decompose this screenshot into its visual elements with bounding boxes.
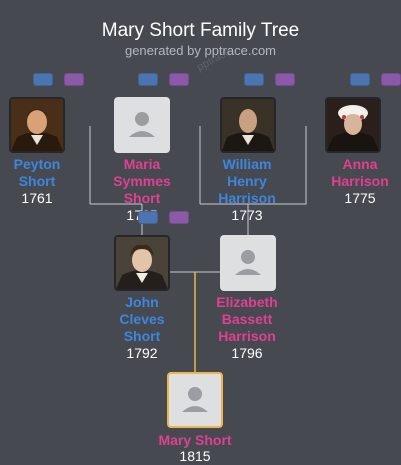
john-name-line: Cleves bbox=[119, 311, 165, 327]
peyton-portrait-icon bbox=[11, 99, 63, 151]
william-name-line: William bbox=[222, 156, 272, 172]
peyton-mother-pill[interactable] bbox=[64, 73, 84, 86]
peyton-name-line: Short bbox=[18, 173, 56, 189]
william-mother-pill[interactable] bbox=[275, 73, 295, 86]
elizabeth-name-line: Harrison bbox=[218, 328, 276, 344]
john-name-line: John bbox=[125, 294, 159, 310]
william-photo[interactable] bbox=[220, 97, 276, 153]
elizabeth-year: 1796 bbox=[231, 345, 263, 361]
connector-anna bbox=[200, 126, 307, 205]
william-portrait-icon bbox=[222, 99, 274, 151]
peyton-name-line: Peyton bbox=[13, 156, 61, 172]
elizabeth-name-line: Bassett bbox=[221, 311, 273, 327]
maria-father-pill[interactable] bbox=[138, 73, 158, 86]
john-portrait-icon bbox=[116, 237, 168, 289]
william-name-line: Henry bbox=[227, 173, 267, 189]
william-father-pill[interactable] bbox=[244, 73, 264, 86]
mary-name[interactable]: Mary Short bbox=[145, 432, 245, 449]
mary-year: 1815 bbox=[179, 448, 211, 464]
anna-name-line: Anna bbox=[342, 156, 378, 172]
john-photo[interactable] bbox=[114, 235, 170, 291]
anna-portrait-icon bbox=[327, 99, 379, 151]
john-year: 1792 bbox=[126, 345, 158, 361]
john-father-pill[interactable] bbox=[138, 211, 158, 224]
peyton-father-pill[interactable] bbox=[33, 73, 53, 86]
elizabeth-photo[interactable] bbox=[220, 235, 276, 291]
peyton-year: 1761 bbox=[21, 190, 53, 206]
person-placeholder-icon bbox=[129, 112, 155, 137]
anna-name[interactable]: Anna Harrison bbox=[310, 156, 401, 190]
anna-photo[interactable] bbox=[325, 97, 381, 153]
maria-photo[interactable] bbox=[114, 97, 170, 153]
peyton-photo[interactable] bbox=[9, 97, 65, 153]
anna-father-pill[interactable] bbox=[350, 73, 370, 86]
page-subtitle: generated by pptrace.com bbox=[124, 43, 277, 58]
maria-mother-pill[interactable] bbox=[169, 73, 189, 86]
william-name-line: Harrison bbox=[218, 190, 276, 206]
william-name[interactable]: William Henry Harrison bbox=[197, 156, 297, 207]
person-placeholder-icon bbox=[182, 387, 208, 412]
william-year: 1773 bbox=[231, 207, 263, 223]
john-name[interactable]: John Cleves Short bbox=[92, 294, 192, 345]
anna-year: 1775 bbox=[344, 190, 376, 206]
elizabeth-name-line: Elizabeth bbox=[216, 294, 278, 310]
page-title: Mary Short Family Tree bbox=[101, 20, 300, 41]
maria-name-line: Maria bbox=[123, 156, 161, 172]
john-mother-pill[interactable] bbox=[169, 211, 189, 224]
person-placeholder-icon bbox=[235, 250, 261, 275]
anna-name-line: Harrison bbox=[331, 173, 389, 189]
peyton-name[interactable]: Peyton Short bbox=[0, 156, 87, 190]
maria-name-line: Short bbox=[123, 190, 161, 206]
maria-name[interactable]: Maria Symmes Short bbox=[92, 156, 192, 207]
anna-mother-pill[interactable] bbox=[381, 73, 401, 86]
maria-name-line: Symmes bbox=[113, 173, 171, 189]
elizabeth-name[interactable]: Elizabeth Bassett Harrison bbox=[197, 294, 297, 345]
mary-photo[interactable] bbox=[167, 372, 223, 428]
mary-name-line: Mary Short bbox=[158, 432, 232, 448]
john-name-line: Short bbox=[123, 328, 161, 344]
